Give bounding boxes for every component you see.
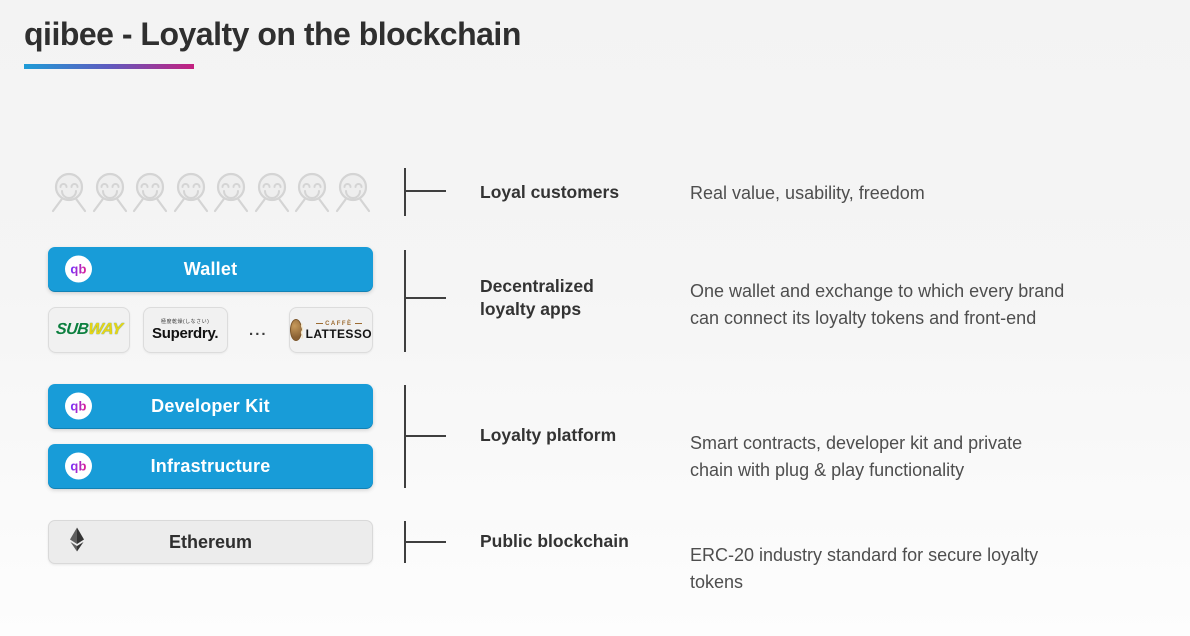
wallet-button-label: Wallet (183, 258, 238, 279)
description-public-blockchain: ERC-20 industry standard for secure loya… (690, 545, 1039, 592)
ethereum-icon (69, 527, 85, 558)
description-loyalty-platform: Smart contracts, developer kit and priva… (690, 433, 1023, 480)
superdry-logo: Superdry. (152, 324, 219, 342)
qiibee-logo-text: qb (70, 398, 87, 414)
label-decentralized-loyalty-apps: Decentralized loyalty apps (480, 276, 594, 319)
brand-logo-row: SUBWAY 極度乾燥(しなさい) Superdry. ... CAFFÈ LA… (48, 307, 373, 353)
bracket-decentralized-apps (404, 250, 446, 352)
label-loyalty-platform: Loyalty platform (480, 425, 617, 445)
smiley-person-icon (131, 171, 169, 213)
title-underline (24, 64, 194, 69)
label-loyal-customers: Loyal customers (480, 182, 620, 202)
bracket-tick (406, 541, 446, 543)
description-loyal-customers: Real value, usability, freedom (690, 183, 925, 203)
qiibee-logo-badge: qb (65, 452, 92, 480)
smiley-person-icon (334, 171, 372, 213)
label-public-blockchain: Public blockchain (480, 531, 629, 551)
infrastructure-button[interactable]: qb Infrastructure (48, 444, 373, 488)
qiibee-logo-badge: qb (65, 392, 92, 420)
bracket-public-blockchain (404, 521, 446, 563)
bracket-tick (406, 435, 446, 437)
qiibee-logo-badge: qb (65, 255, 92, 283)
superdry-logo-card: 極度乾燥(しなさい) Superdry. (142, 307, 228, 353)
qiibee-logo-text: qb (70, 458, 87, 474)
smiley-person-icon (91, 171, 129, 213)
bracket-tick (406, 297, 446, 299)
developer-kit-button-label: Developer Kit (151, 395, 270, 416)
smiley-person-icon (172, 171, 210, 213)
subway-logo: SUBWAY (55, 321, 123, 338)
lattesso-logo: CAFFÈ LATTESSO (306, 321, 372, 340)
more-brands-ellipsis: ... (249, 321, 268, 339)
smiley-person-icon (253, 171, 291, 213)
smiley-person-icon (293, 171, 331, 213)
smiley-person-icon (50, 171, 88, 213)
lattesso-logo-card: CAFFÈ LATTESSO (288, 307, 373, 353)
developer-kit-button[interactable]: qb Developer Kit (48, 384, 373, 428)
page-title: qiibee - Loyalty on the blockchain (24, 16, 521, 52)
bracket-tick (406, 190, 446, 192)
bracket-loyal-customers (404, 168, 446, 216)
ethereum-button-label: Ethereum (168, 531, 253, 552)
infrastructure-button-label: Infrastructure (150, 455, 271, 476)
coffee-bean-icon (289, 319, 304, 341)
description-decentralized-loyalty-apps: One wallet and exchange to which every b… (690, 281, 1065, 328)
customer-icons-row (50, 170, 372, 214)
superdry-japanese-text: 極度乾燥(しなさい) (160, 318, 210, 325)
lattesso-rule (354, 323, 362, 324)
qiibee-logo-text: qb (70, 261, 87, 277)
subway-logo-card: SUBWAY (48, 307, 130, 353)
lattesso-name-text: LATTESSO (305, 326, 372, 341)
ethereum-button[interactable]: Ethereum (48, 520, 373, 564)
lattesso-caffe-text: CAFFÈ (325, 320, 353, 327)
bracket-loyalty-platform (404, 385, 446, 488)
lattesso-rule (316, 323, 324, 324)
wallet-button[interactable]: qb Wallet (48, 247, 373, 291)
smiley-person-icon (212, 171, 250, 213)
